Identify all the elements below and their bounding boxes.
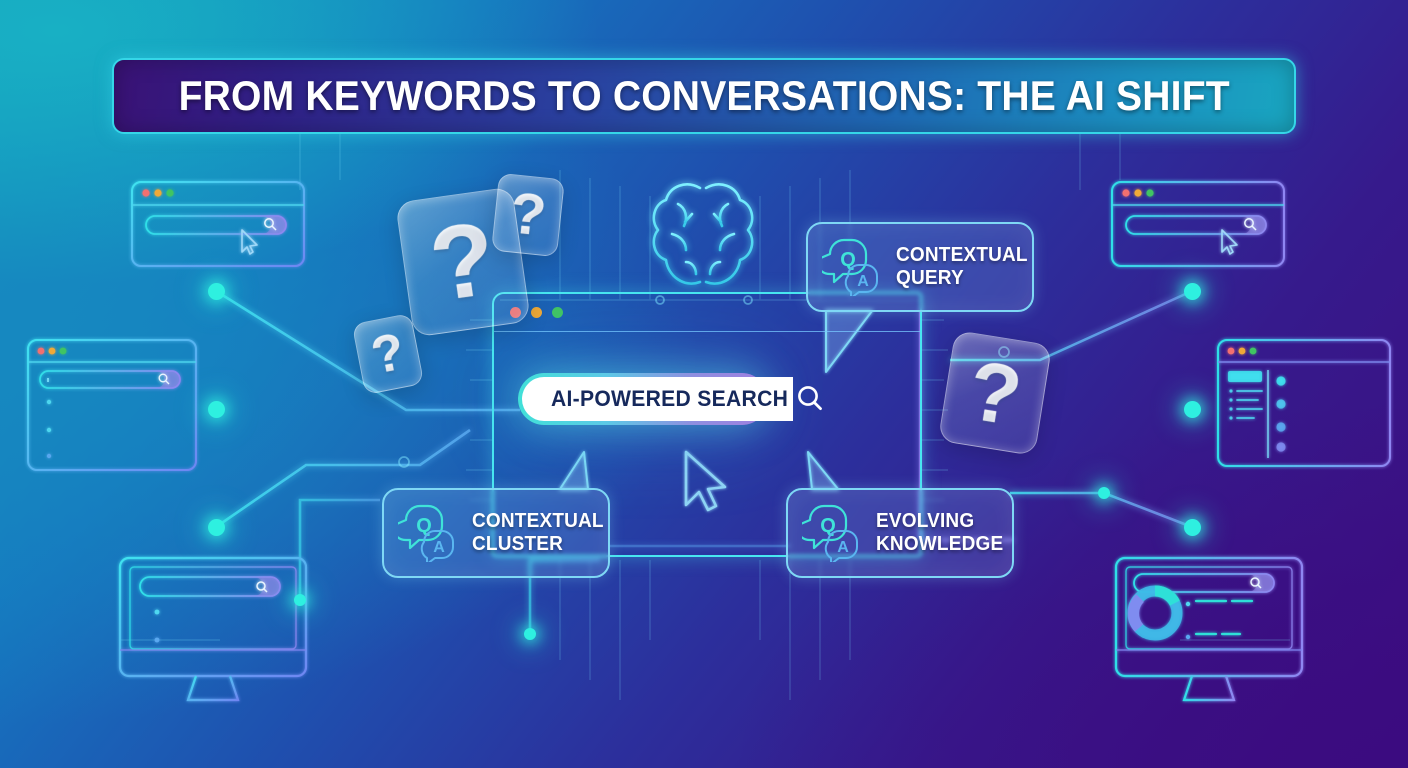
question-mark-glyph: ? <box>366 322 410 386</box>
network-node <box>1184 519 1201 536</box>
page-title: FROM KEYWORDS TO CONVERSATIONS: THE AI S… <box>112 58 1296 134</box>
device-browser-mid-left <box>27 339 197 471</box>
svg-text:A: A <box>433 539 445 556</box>
bubble-contextual-cluster[interactable]: Q A CONTEXTUAL CLUSTER <box>382 488 610 578</box>
device-browser-top-right <box>1111 181 1285 267</box>
device-browser-top-left <box>131 181 305 267</box>
magnifier-icon <box>798 386 823 410</box>
bubble-contextual-query[interactable]: Q A CONTEXTUAL QUERY <box>806 222 1034 312</box>
bubble-label: CONTEXTUAL CLUSTER <box>472 510 604 555</box>
qa-chat-icon: Q A <box>398 504 454 562</box>
donut-chart-icon <box>1127 585 1183 641</box>
question-mark-glyph: ? <box>962 342 1028 444</box>
bubble-label: CONTEXTUAL QUERY <box>896 244 1028 289</box>
svg-text:A: A <box>837 539 849 556</box>
svg-text:A: A <box>857 273 869 290</box>
search-icon <box>264 218 277 231</box>
search-button[interactable] <box>793 377 827 421</box>
question-mark-glyph: ? <box>507 180 550 249</box>
svg-text:Q: Q <box>416 515 432 537</box>
question-card-right: ? <box>937 330 1053 456</box>
main-window-titlebar <box>494 294 920 332</box>
cursor-arrow-icon-main <box>684 450 727 512</box>
network-node <box>294 594 306 606</box>
search-icon <box>1250 577 1262 589</box>
bubble-evolving-knowledge[interactable]: Q A EVOLVING KNOWLEDGE <box>786 488 1014 578</box>
search-icon <box>158 373 170 385</box>
window-dot-green[interactable] <box>552 307 563 318</box>
network-node <box>1184 401 1201 418</box>
search-icon <box>256 581 268 593</box>
device-monitor-bottom-left <box>118 556 308 702</box>
page-title-text: FROM KEYWORDS TO CONVERSATIONS: THE AI S… <box>178 72 1230 119</box>
ai-search-bar[interactable]: AI-POWERED SEARCH <box>518 373 823 425</box>
question-card-small-top: ? <box>491 172 565 258</box>
network-node <box>1098 487 1110 499</box>
qa-chat-icon: Q A <box>802 504 858 562</box>
network-node <box>208 283 225 300</box>
network-node <box>208 519 225 536</box>
network-node <box>1184 283 1201 300</box>
search-icon <box>1244 218 1257 231</box>
search-input[interactable]: AI-POWERED SEARCH <box>522 377 794 421</box>
window-dot-red[interactable] <box>510 307 521 318</box>
main-browser-window <box>492 292 922 557</box>
window-dot-yellow[interactable] <box>531 307 542 318</box>
brain-icon <box>652 182 754 292</box>
device-browser-mid-right <box>1217 339 1391 467</box>
question-mark-glyph: ? <box>423 200 503 324</box>
device-monitor-bottom-right <box>1114 556 1304 702</box>
search-input-value: AI-POWERED SEARCH <box>550 386 789 411</box>
network-node <box>208 401 225 418</box>
qa-chat-icon: Q A <box>822 238 878 296</box>
cursor-arrow-icon <box>241 229 258 255</box>
bubble-label: EVOLVING KNOWLEDGE <box>876 510 1004 555</box>
svg-text:Q: Q <box>820 515 836 537</box>
network-node <box>524 628 536 640</box>
svg-text:Q: Q <box>840 249 856 271</box>
cursor-arrow-icon <box>1221 229 1238 255</box>
